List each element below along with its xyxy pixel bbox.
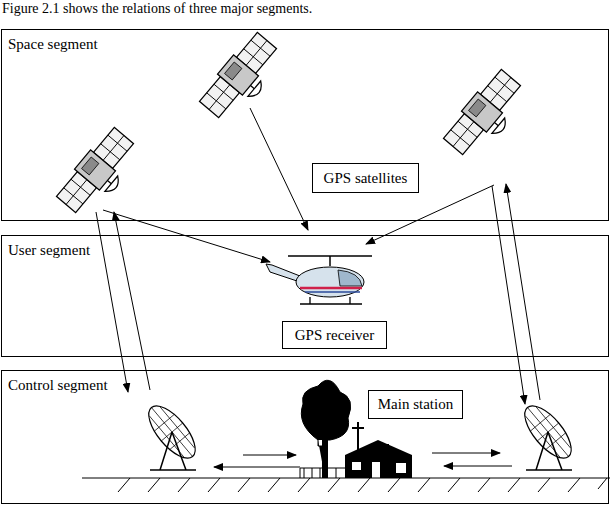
ground-antenna xyxy=(141,398,580,470)
helicopter xyxy=(329,256,331,266)
main-station-building xyxy=(301,380,350,478)
helicopter xyxy=(305,291,360,293)
main-station-building xyxy=(357,422,359,478)
segment-band: User segmentGPS receiver xyxy=(1,235,609,357)
signal-arrow xyxy=(432,453,500,454)
ground-line xyxy=(82,478,610,492)
ground-line xyxy=(82,478,610,479)
label-box: GPS satellites xyxy=(312,163,419,193)
satellite xyxy=(441,67,532,164)
segment-title: User segment xyxy=(8,242,90,259)
main-station-building xyxy=(396,463,406,473)
satellite xyxy=(197,30,288,127)
main-station-building xyxy=(322,438,328,478)
satellite xyxy=(54,30,532,222)
main-station-building xyxy=(300,468,345,478)
segment-title: Control segment xyxy=(8,377,108,394)
signal-arrow xyxy=(103,210,270,262)
label-box: Main station xyxy=(368,390,463,419)
signal-arrow xyxy=(96,212,128,392)
signal-arrow xyxy=(243,455,296,456)
signal-arrow xyxy=(506,184,540,400)
signal-arrow xyxy=(366,185,494,244)
signal-arrow xyxy=(114,212,150,390)
ground-antenna xyxy=(141,398,204,465)
signal-arrow xyxy=(250,108,308,230)
main-station-building xyxy=(352,427,364,429)
signal-arrow xyxy=(96,108,540,467)
helicopter xyxy=(338,270,362,286)
helicopter xyxy=(296,267,364,297)
helicopter xyxy=(300,297,362,304)
signal-arrow xyxy=(214,467,300,468)
main-station-building xyxy=(372,462,380,478)
ground-antenna xyxy=(150,432,196,470)
signal-arrow xyxy=(444,466,512,467)
box-label: Main station xyxy=(378,396,453,413)
main-station-building xyxy=(345,440,412,478)
main-station-building xyxy=(300,380,412,478)
figure-caption-text: Figure 2.1 shows the relations of three … xyxy=(2,1,312,17)
ground-antenna xyxy=(526,432,572,470)
helicopter xyxy=(266,264,300,282)
box-label: GPS satellites xyxy=(324,170,408,187)
main-station-building xyxy=(352,462,361,470)
segment-band: Space segmentGPS satellites xyxy=(1,29,609,221)
box-label: GPS receiver xyxy=(295,327,375,344)
main-station-building xyxy=(385,444,389,454)
segment-band: Control segmentMain station xyxy=(1,370,609,504)
satellite xyxy=(54,125,145,222)
helicopter xyxy=(288,255,372,257)
ground-antenna xyxy=(517,398,580,465)
ground-line xyxy=(118,478,607,492)
helicopter xyxy=(266,256,372,304)
label-box: GPS receiver xyxy=(282,321,387,349)
segment-title: Space segment xyxy=(8,36,98,53)
helicopter xyxy=(300,287,362,290)
signal-arrow xyxy=(492,186,525,404)
